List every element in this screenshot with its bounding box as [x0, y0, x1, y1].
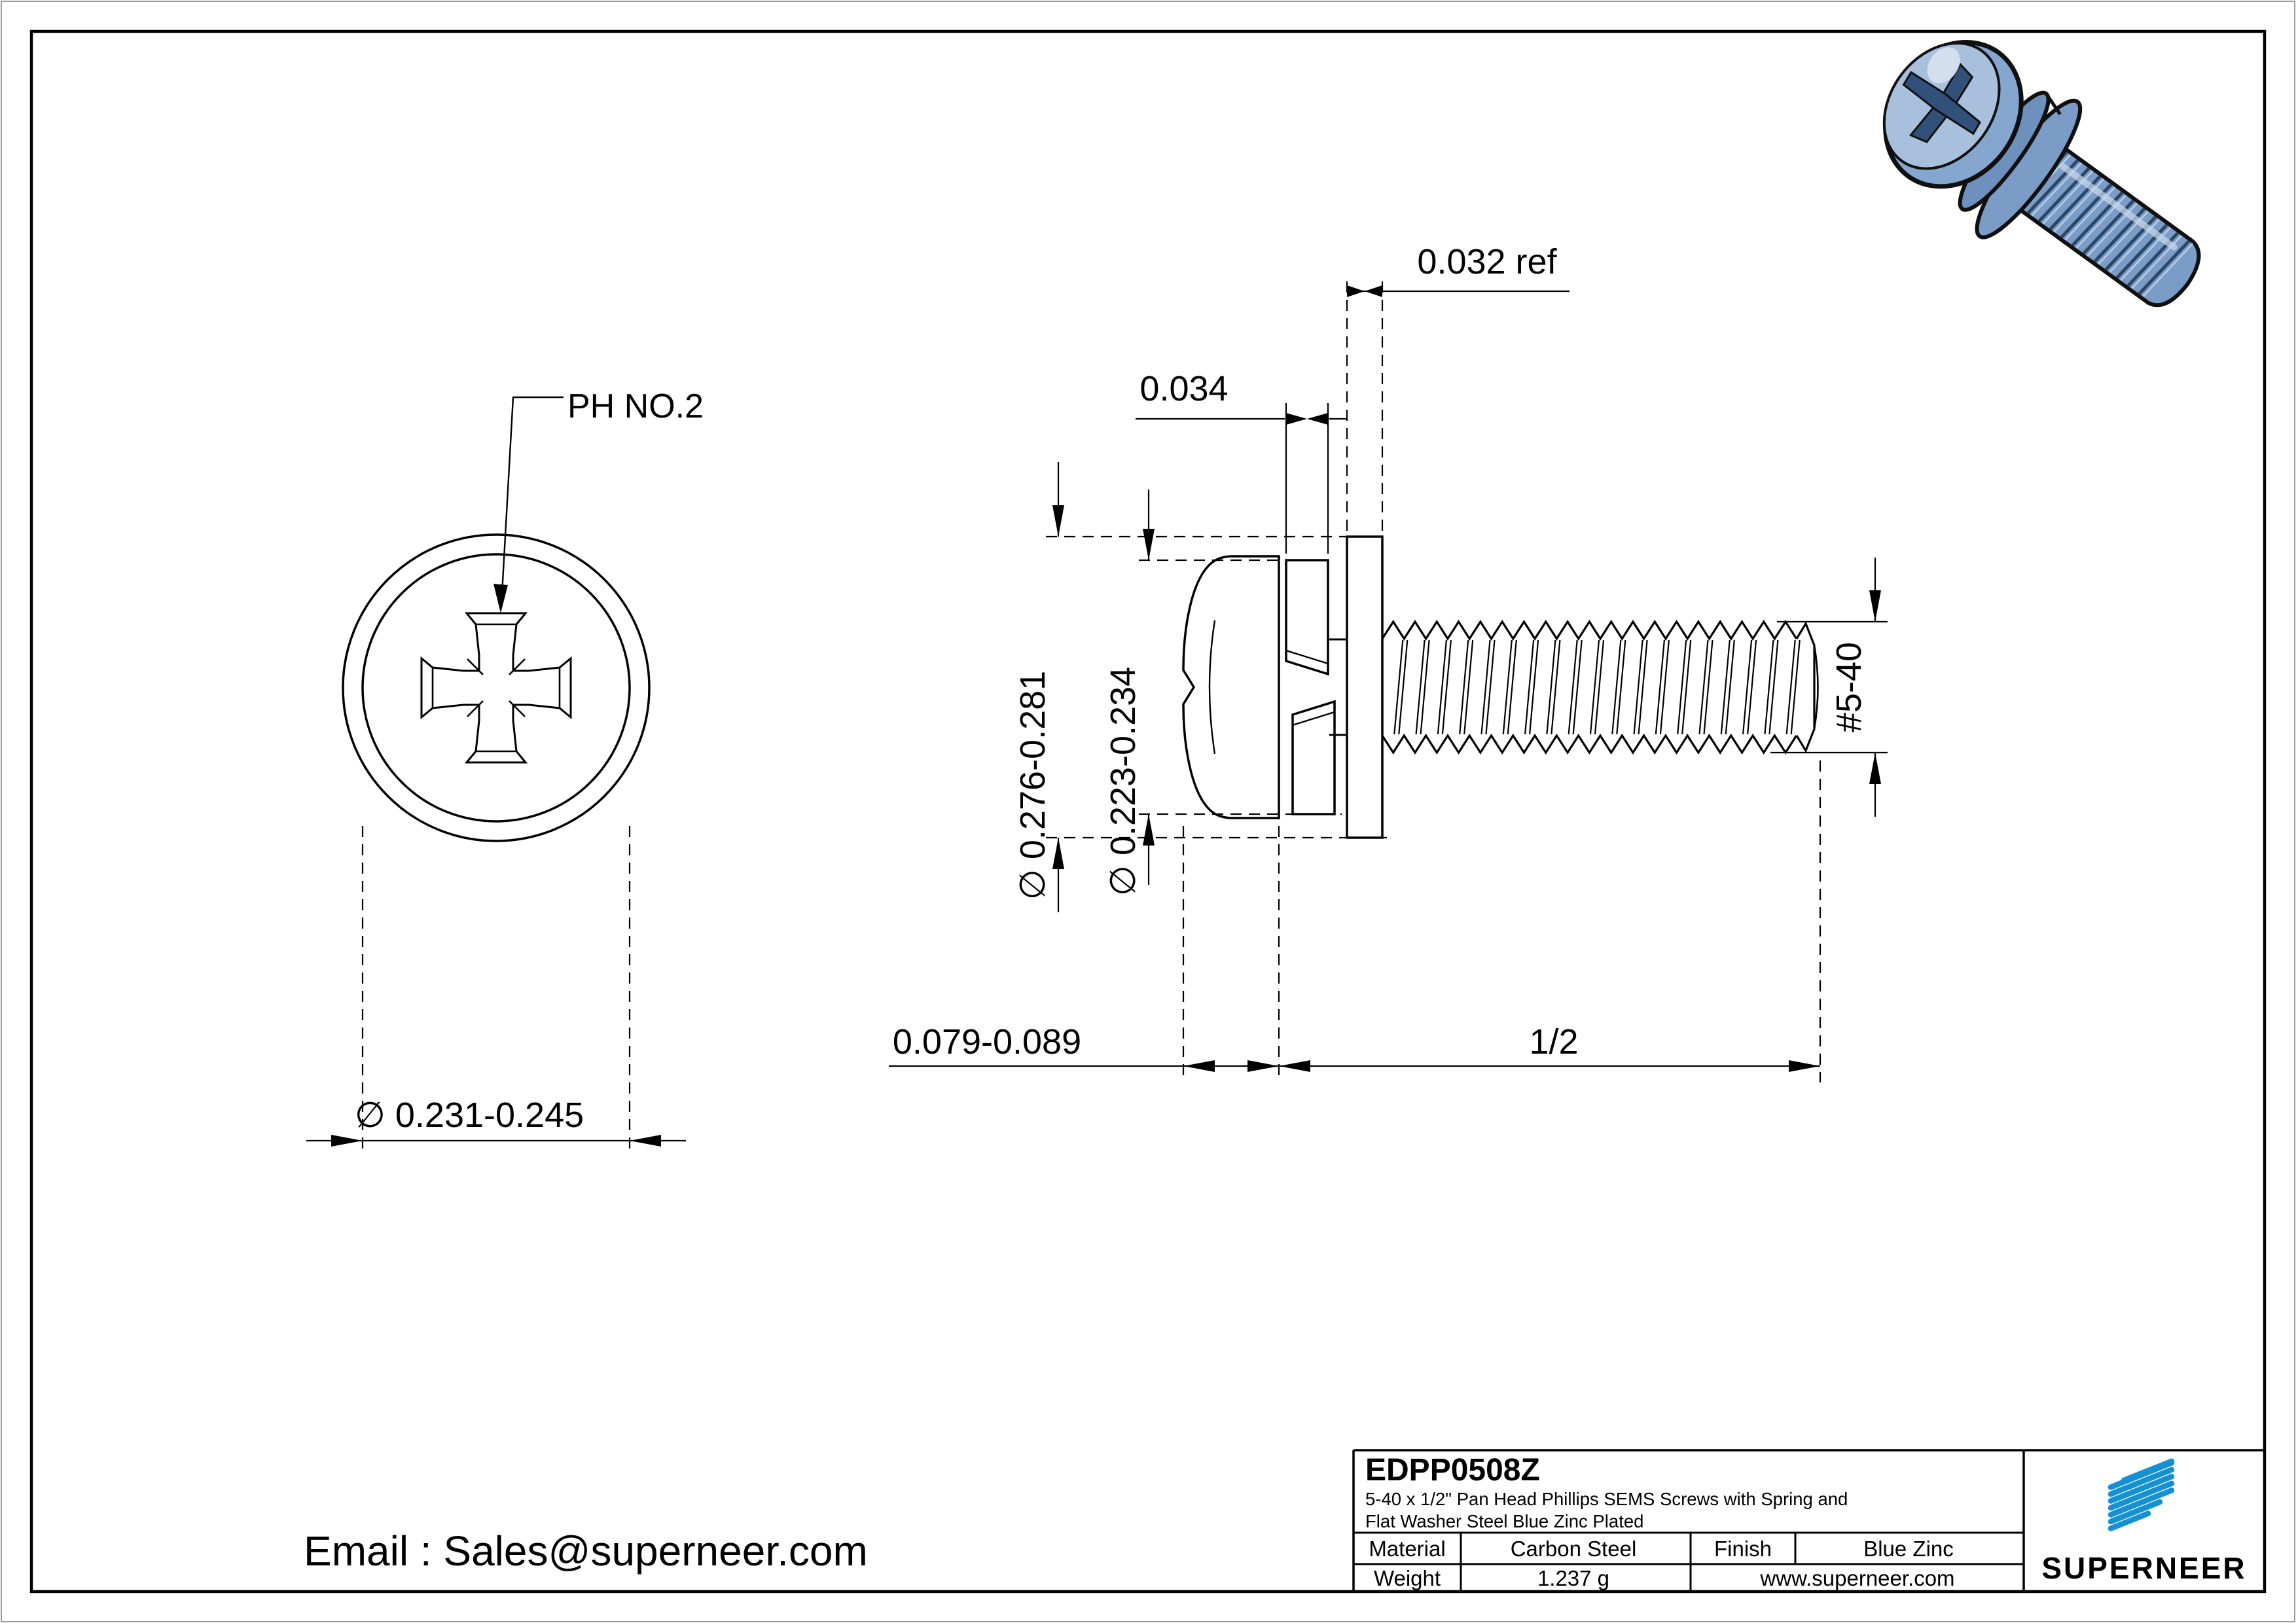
washer-thickness-extensions — [1346, 281, 1384, 533]
spring-washer-coil-line — [1292, 711, 1335, 726]
superneer-logo-glyph — [2108, 1458, 2175, 1531]
thread-dim-ticks — [1770, 620, 1888, 754]
shank-lines — [1329, 638, 1347, 736]
dim-arrow — [1789, 1060, 1820, 1072]
dim-arrow — [1183, 1060, 1215, 1072]
title-block — [1352, 1449, 2265, 1592]
washer-outline-circle — [342, 533, 651, 842]
bottom-extension-lines — [1182, 760, 1821, 1082]
recess-hidden-line — [1208, 620, 1216, 755]
spring-washer-lower — [1291, 700, 1336, 815]
dim-arrow — [1279, 1060, 1310, 1072]
dim-arrow — [1286, 413, 1307, 425]
title-block-row-lines — [1354, 1531, 2024, 1565]
logo-stroke — [2108, 1460, 2175, 1490]
dim-arrow — [1143, 529, 1155, 560]
drawing-border — [29, 29, 2267, 1594]
spring-washer-coil-line — [1285, 649, 1329, 665]
email-text: Email : Sales@superneer.com — [304, 1527, 868, 1575]
thread-flank-lines — [1393, 639, 1801, 735]
dim-arrow — [1052, 838, 1064, 869]
spring-split-3d — [2045, 92, 2062, 116]
product-3d-image — [1882, 40, 2201, 308]
ph-leader-line — [500, 396, 564, 606]
finish-value: Blue Zinc — [1863, 1537, 1954, 1561]
side-view — [889, 281, 1888, 1082]
title-block-col-lines — [1460, 1533, 1797, 1592]
phillips-recess — [420, 612, 572, 764]
thread-top-zigzag — [1381, 620, 1798, 641]
title-block-frame — [1352, 1449, 2265, 1592]
weight-value: 1.237 g — [1537, 1566, 1609, 1590]
thread-end-chamfer — [1813, 645, 1819, 730]
finish-label: Finish — [1714, 1537, 1772, 1561]
cross-slot-horizontal-3d — [1902, 71, 1982, 135]
logo-stroke — [2108, 1474, 2175, 1504]
dim-arrow — [1307, 413, 1328, 425]
dim-arrow — [1869, 753, 1881, 784]
spring-washer-upper — [1285, 559, 1329, 676]
head-height-dim: 0.079-0.089 — [893, 1022, 1081, 1061]
flat-washer — [1346, 535, 1384, 839]
dim-arrow — [1869, 590, 1881, 622]
logo-stroke — [2108, 1510, 2151, 1531]
material-value: Carbon Steel — [1511, 1537, 1637, 1561]
threaded-shaft — [1381, 620, 1801, 755]
thread-rib-3d — [2138, 240, 2191, 295]
washer-od-dim: ∅ 0.276-0.281 — [1013, 671, 1052, 900]
part-number: EDPP0508Z — [1365, 1453, 1540, 1488]
front-view — [306, 396, 686, 1149]
dim-arrow — [630, 1135, 661, 1147]
spring-od-dim: ∅ 0.223-0.234 — [1103, 667, 1143, 896]
ph-leader-arrow — [493, 584, 508, 613]
spring-od-extensions — [1139, 559, 1342, 815]
head-outline-circle — [361, 553, 631, 823]
washer-od-extensions — [1046, 535, 1388, 839]
flat-washer-3d — [1975, 98, 2083, 240]
head-profile — [1182, 555, 1280, 819]
thread-end — [1795, 621, 1816, 753]
dim-arrow — [1143, 814, 1155, 846]
dim-arrow — [1247, 1060, 1279, 1072]
description-line2: Flat Washer Steel Blue Zinc Plated — [1365, 1511, 1643, 1531]
thread-spec-dim: #5-40 — [1829, 642, 1869, 732]
brand-name: SUPERNEER — [2041, 1551, 2246, 1585]
logo-stroke — [2108, 1467, 2175, 1497]
dim-arrow — [1052, 505, 1064, 537]
washer-thickness-dim: 0.032 ref — [1417, 242, 1557, 281]
dim-arrow — [331, 1135, 363, 1147]
logo-stroke — [2108, 1499, 2163, 1525]
logo-stroke — [2108, 1488, 2175, 1518]
dim-arrow — [1365, 285, 1382, 297]
weight-label: Weight — [1374, 1566, 1441, 1590]
description-line1: 5-40 x 1/2" Pan Head Phillips SEMS Screw… — [1365, 1489, 1848, 1509]
material-label: Material — [1369, 1537, 1445, 1561]
head-highlight-3d — [1927, 47, 1960, 84]
thread-rib-highlight-3d — [2142, 243, 2194, 297]
website-link[interactable]: www.superneer.com — [1759, 1566, 1954, 1590]
shank-highlight-3d — [2059, 163, 2178, 251]
spring-thickness-extensions — [1285, 403, 1329, 554]
thread-bottom-zigzag — [1381, 734, 1798, 755]
logo-stroke — [2108, 1480, 2175, 1511]
length-dim: 1/2 — [1529, 1022, 1578, 1061]
head-diameter-dim: ∅ 0.231-0.245 — [355, 1096, 584, 1135]
spring-thickness-dim: 0.034 — [1139, 369, 1228, 408]
dim-arrow — [1347, 285, 1365, 297]
recess-label: PH NO.2 — [567, 387, 704, 425]
